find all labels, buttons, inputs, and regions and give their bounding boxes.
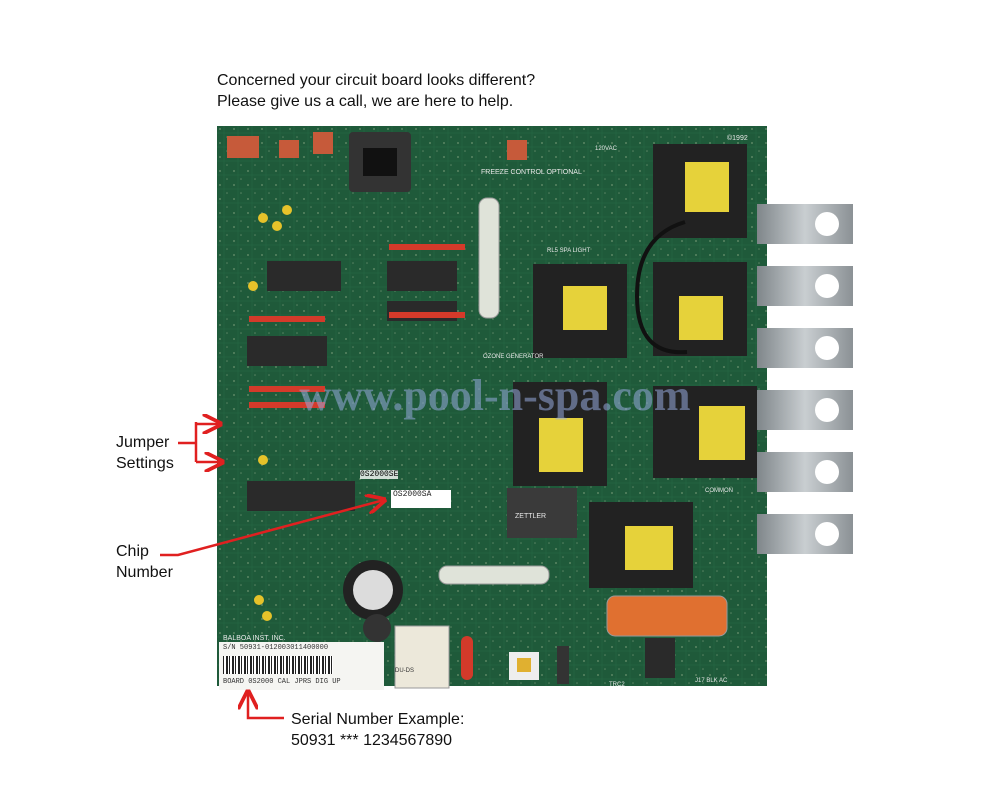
chip-number-callout: Chip Number [116, 541, 173, 583]
board-ozone-text: OZONE GENERATOR [483, 354, 544, 360]
red-strips [249, 244, 465, 408]
jumper-arrow [178, 422, 222, 462]
serial-number-callout: Serial Number Example: 50931 *** 1234567… [291, 709, 464, 751]
serial-line-2: 50931 *** 1234567890 [291, 732, 453, 749]
board-blk-ac-text: J17 BLK AC [695, 678, 728, 684]
serial-sticker: S/N 50931-012003011400000 BOARD 0S2000 C… [219, 642, 384, 690]
serial-sticker-line-1: S/N 50931-012003011400000 [223, 644, 329, 652]
board-sticker-side-text: DU-DS [395, 668, 414, 674]
chip-line-2: Number [116, 564, 173, 581]
board-copyright-text: ©1992 [727, 134, 748, 142]
serial-line-1: Serial Number Example: [291, 711, 465, 728]
ic-chips [247, 261, 457, 511]
header-text: Concerned your circuit board looks diffe… [217, 70, 535, 112]
jumper-settings-callout: Jumper Settings [116, 432, 174, 474]
chip-line-1: Chip [116, 543, 149, 560]
serial-arrow [248, 692, 284, 720]
serial-sticker-line-2: BOARD 0S2000 CAL JPRS DIG UP [223, 678, 341, 686]
watermark-text: www.pool-n-spa.com [299, 371, 691, 420]
jumper-line-1: Jumper [116, 434, 170, 451]
board-freeze-text: FREEZE CONTROL OPTIONAL [481, 169, 582, 176]
circuit-board-photo: BALBOA INST. INC. FREEZE CONTROL OPTIONA… [217, 126, 853, 689]
barcode [223, 656, 333, 674]
chip-id-label: 0S2000SE [360, 470, 399, 479]
board-vac-text: 120VAC [595, 146, 618, 152]
board-trc2-text: TRC2 [609, 682, 625, 688]
board-common-text: COMMON [705, 488, 733, 494]
board-relay-brand-text: ZETTLER [515, 513, 546, 520]
chip-sticker: OS2000SA [391, 490, 451, 508]
jumper-line-2: Settings [116, 455, 174, 472]
board-maker-text: BALBOA INST. INC. [223, 635, 286, 642]
header-line-2: Please give us a call, we are here to he… [217, 93, 514, 110]
header-line-1: Concerned your circuit board looks diffe… [217, 72, 536, 89]
board-spa-light-text: RL5 SPA LIGHT [547, 248, 591, 254]
relays [507, 144, 757, 588]
terminal-tabs [757, 204, 853, 554]
